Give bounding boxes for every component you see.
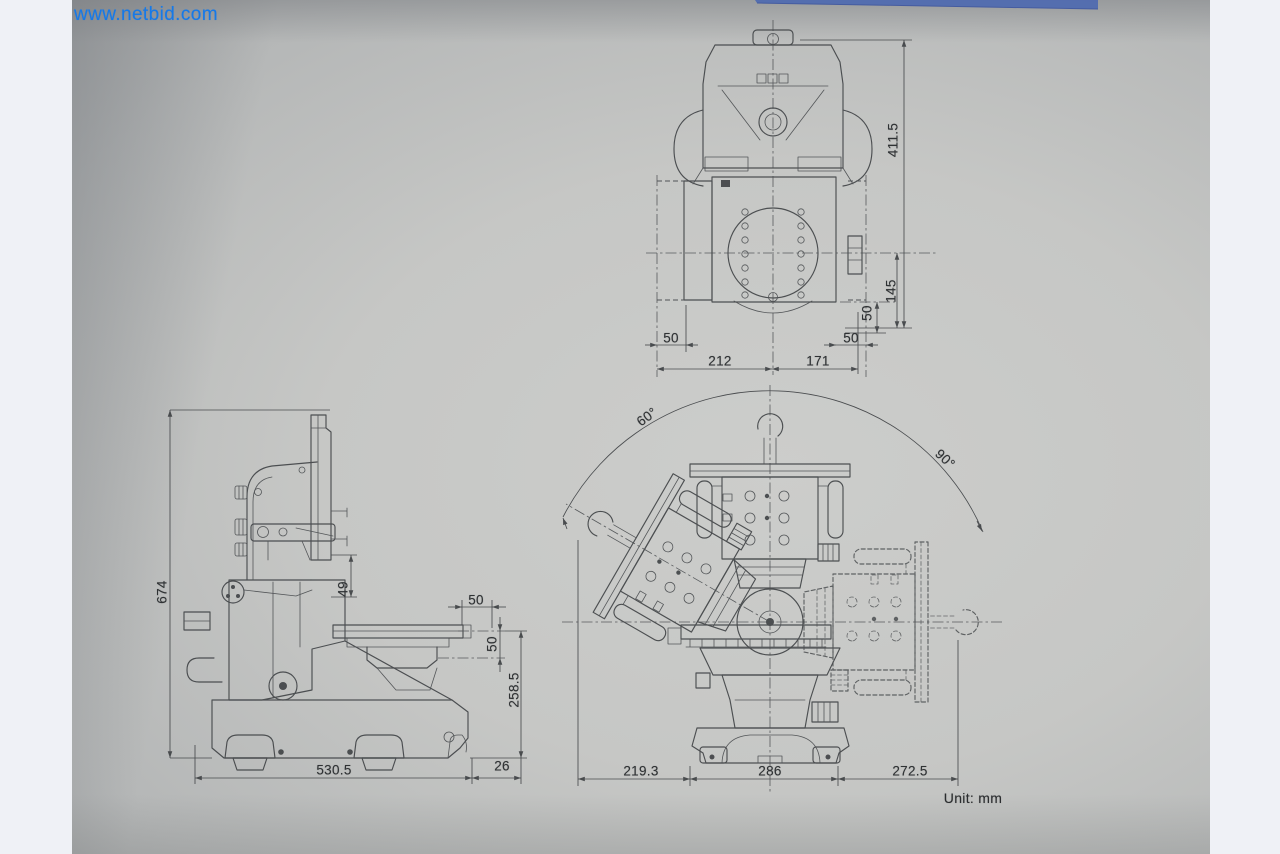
swivel-view-drawing <box>549 385 1005 792</box>
dim-side-table-overhang: 50 <box>468 592 484 608</box>
side-view-drawing <box>167 409 527 784</box>
dim-side-table-offset: 50 <box>484 636 500 652</box>
header-band <box>755 0 1098 9</box>
dim-swivel-reach-left: 219.3 <box>623 763 659 779</box>
dim-front-travel-right: 50 <box>843 330 859 346</box>
dim-front-width-right: 171 <box>806 353 830 369</box>
front-view-drawing <box>645 20 938 377</box>
dim-side-head-offset: 49 <box>335 581 351 597</box>
photo-paper-area <box>72 0 1210 854</box>
dim-side-rear-offset: 26 <box>494 758 510 774</box>
watermark: www.netbid.com <box>74 4 218 25</box>
dim-front-vertical-offset: 50 <box>859 305 875 321</box>
header-band-edge <box>756 2 1099 10</box>
dim-swivel-reach-right: 272.5 <box>892 763 928 779</box>
dim-side-table-height: 258.5 <box>506 672 522 708</box>
dim-front-center-height: 145 <box>883 279 899 303</box>
dim-front-travel-left: 50 <box>663 330 679 346</box>
dim-swivel-base-width: 286 <box>758 763 782 779</box>
unit-note: Unit: mm <box>943 790 1003 806</box>
dim-side-base-length: 530.5 <box>316 762 352 778</box>
dim-front-total-height: 411.5 <box>885 122 901 158</box>
dim-side-total-height: 674 <box>154 580 170 604</box>
dim-front-width-left: 212 <box>708 353 732 369</box>
